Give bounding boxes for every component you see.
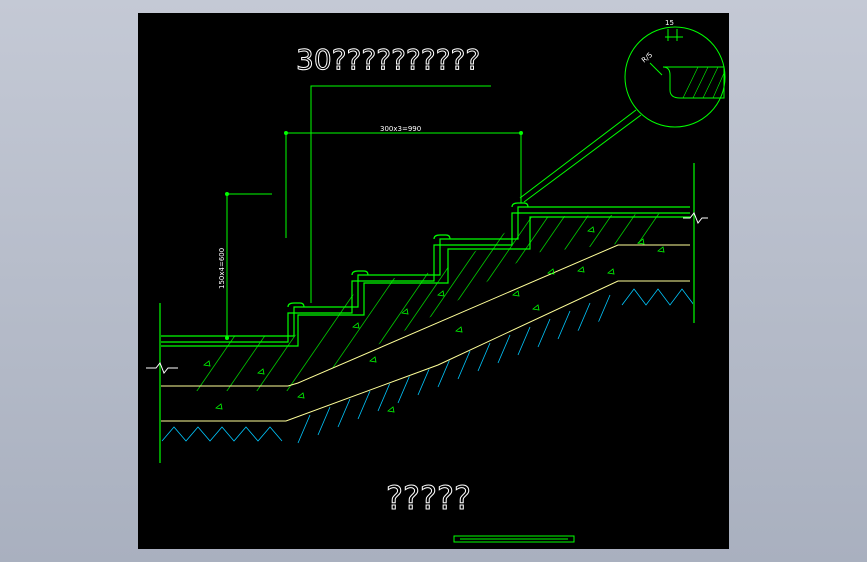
tread-dimension-label: 300x3=990 [380, 125, 421, 133]
scale-bar [453, 535, 575, 543]
soil-hatching [161, 288, 693, 444]
drawing-canvas: 30?????????? 300x3=990 150x4=600 [138, 13, 729, 549]
aggregate-marks [203, 226, 665, 413]
stair-section-drawing: 30?????????? 300x3=990 150x4=600 [146, 19, 726, 543]
drawing-caption: ????? [386, 479, 471, 517]
detail-dim-top: 15 [665, 19, 674, 27]
riser-dimension-label: 150x4=600 [218, 248, 226, 289]
dimension-lines [225, 85, 523, 340]
break-symbols [146, 212, 708, 374]
detail-radius-label: R/5 [640, 51, 654, 65]
detail-hatching [682, 66, 725, 99]
stair-outline [159, 163, 695, 463]
fill-line [161, 244, 690, 422]
drawing-title: 30?????????? [296, 43, 480, 76]
detail-callout [519, 26, 726, 203]
